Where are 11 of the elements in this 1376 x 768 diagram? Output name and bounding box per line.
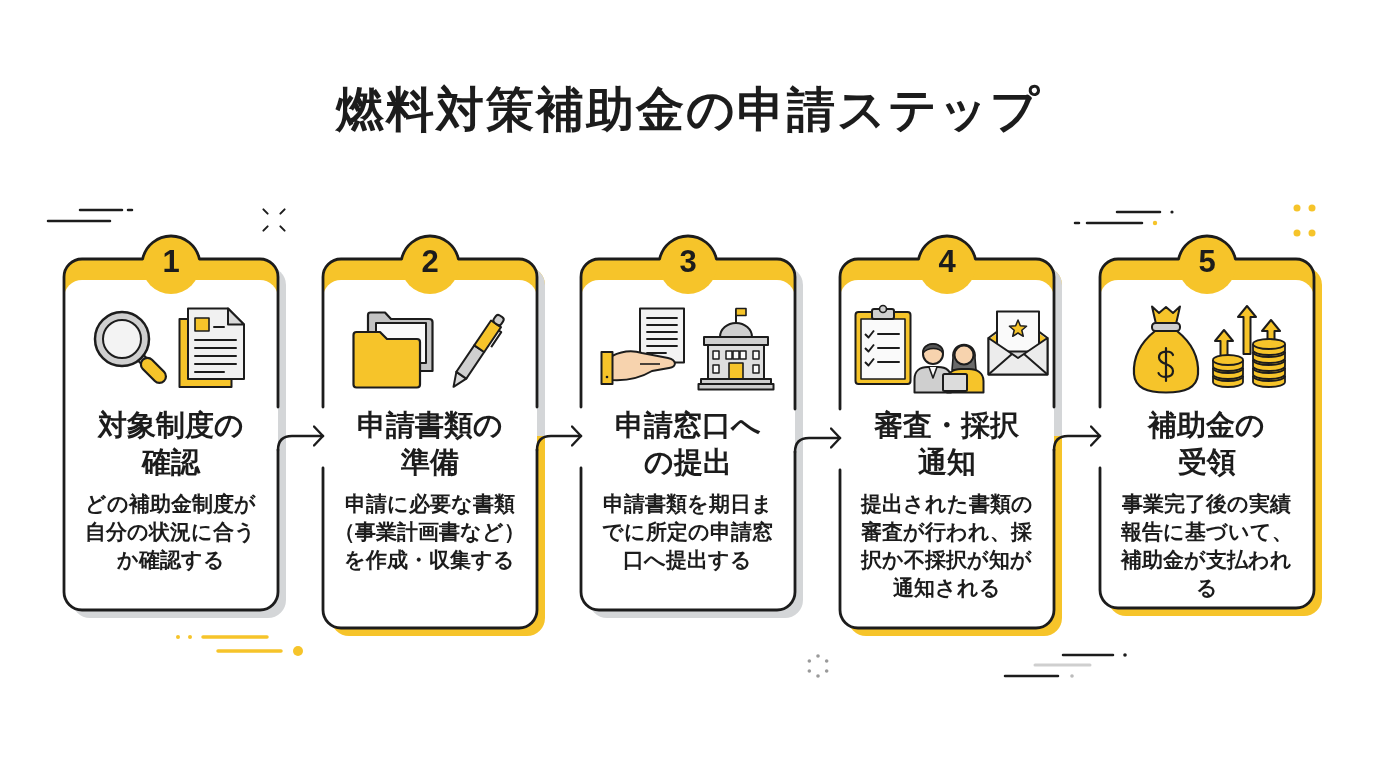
step-description: どの補助金制度が自分の状況に合うか確認する bbox=[84, 491, 258, 574]
step-description: 申請に必要な書類（事業計画書など）を作成・収集する bbox=[333, 491, 527, 574]
step-description: 事業完了後の実績報告に基づいて、補助金が支払われる bbox=[1119, 491, 1294, 602]
step-title: 審査・採択通知 bbox=[873, 406, 1021, 481]
step-title: 対象制度の確認 bbox=[96, 406, 245, 481]
title: 燃料対策補助金の申請ステップ bbox=[335, 81, 1041, 137]
step-description: 申請書類を期日までに所定の申請窓口へ提出する bbox=[601, 491, 775, 574]
step-title: 申請窓口への提出 bbox=[614, 406, 762, 481]
step-title: 補助金の受領 bbox=[1146, 406, 1267, 481]
step-description: 提出された書類の審査が行われ、採択か不採択が知が通知される bbox=[859, 491, 1034, 602]
step-title: 申請書類の準備 bbox=[356, 406, 504, 481]
